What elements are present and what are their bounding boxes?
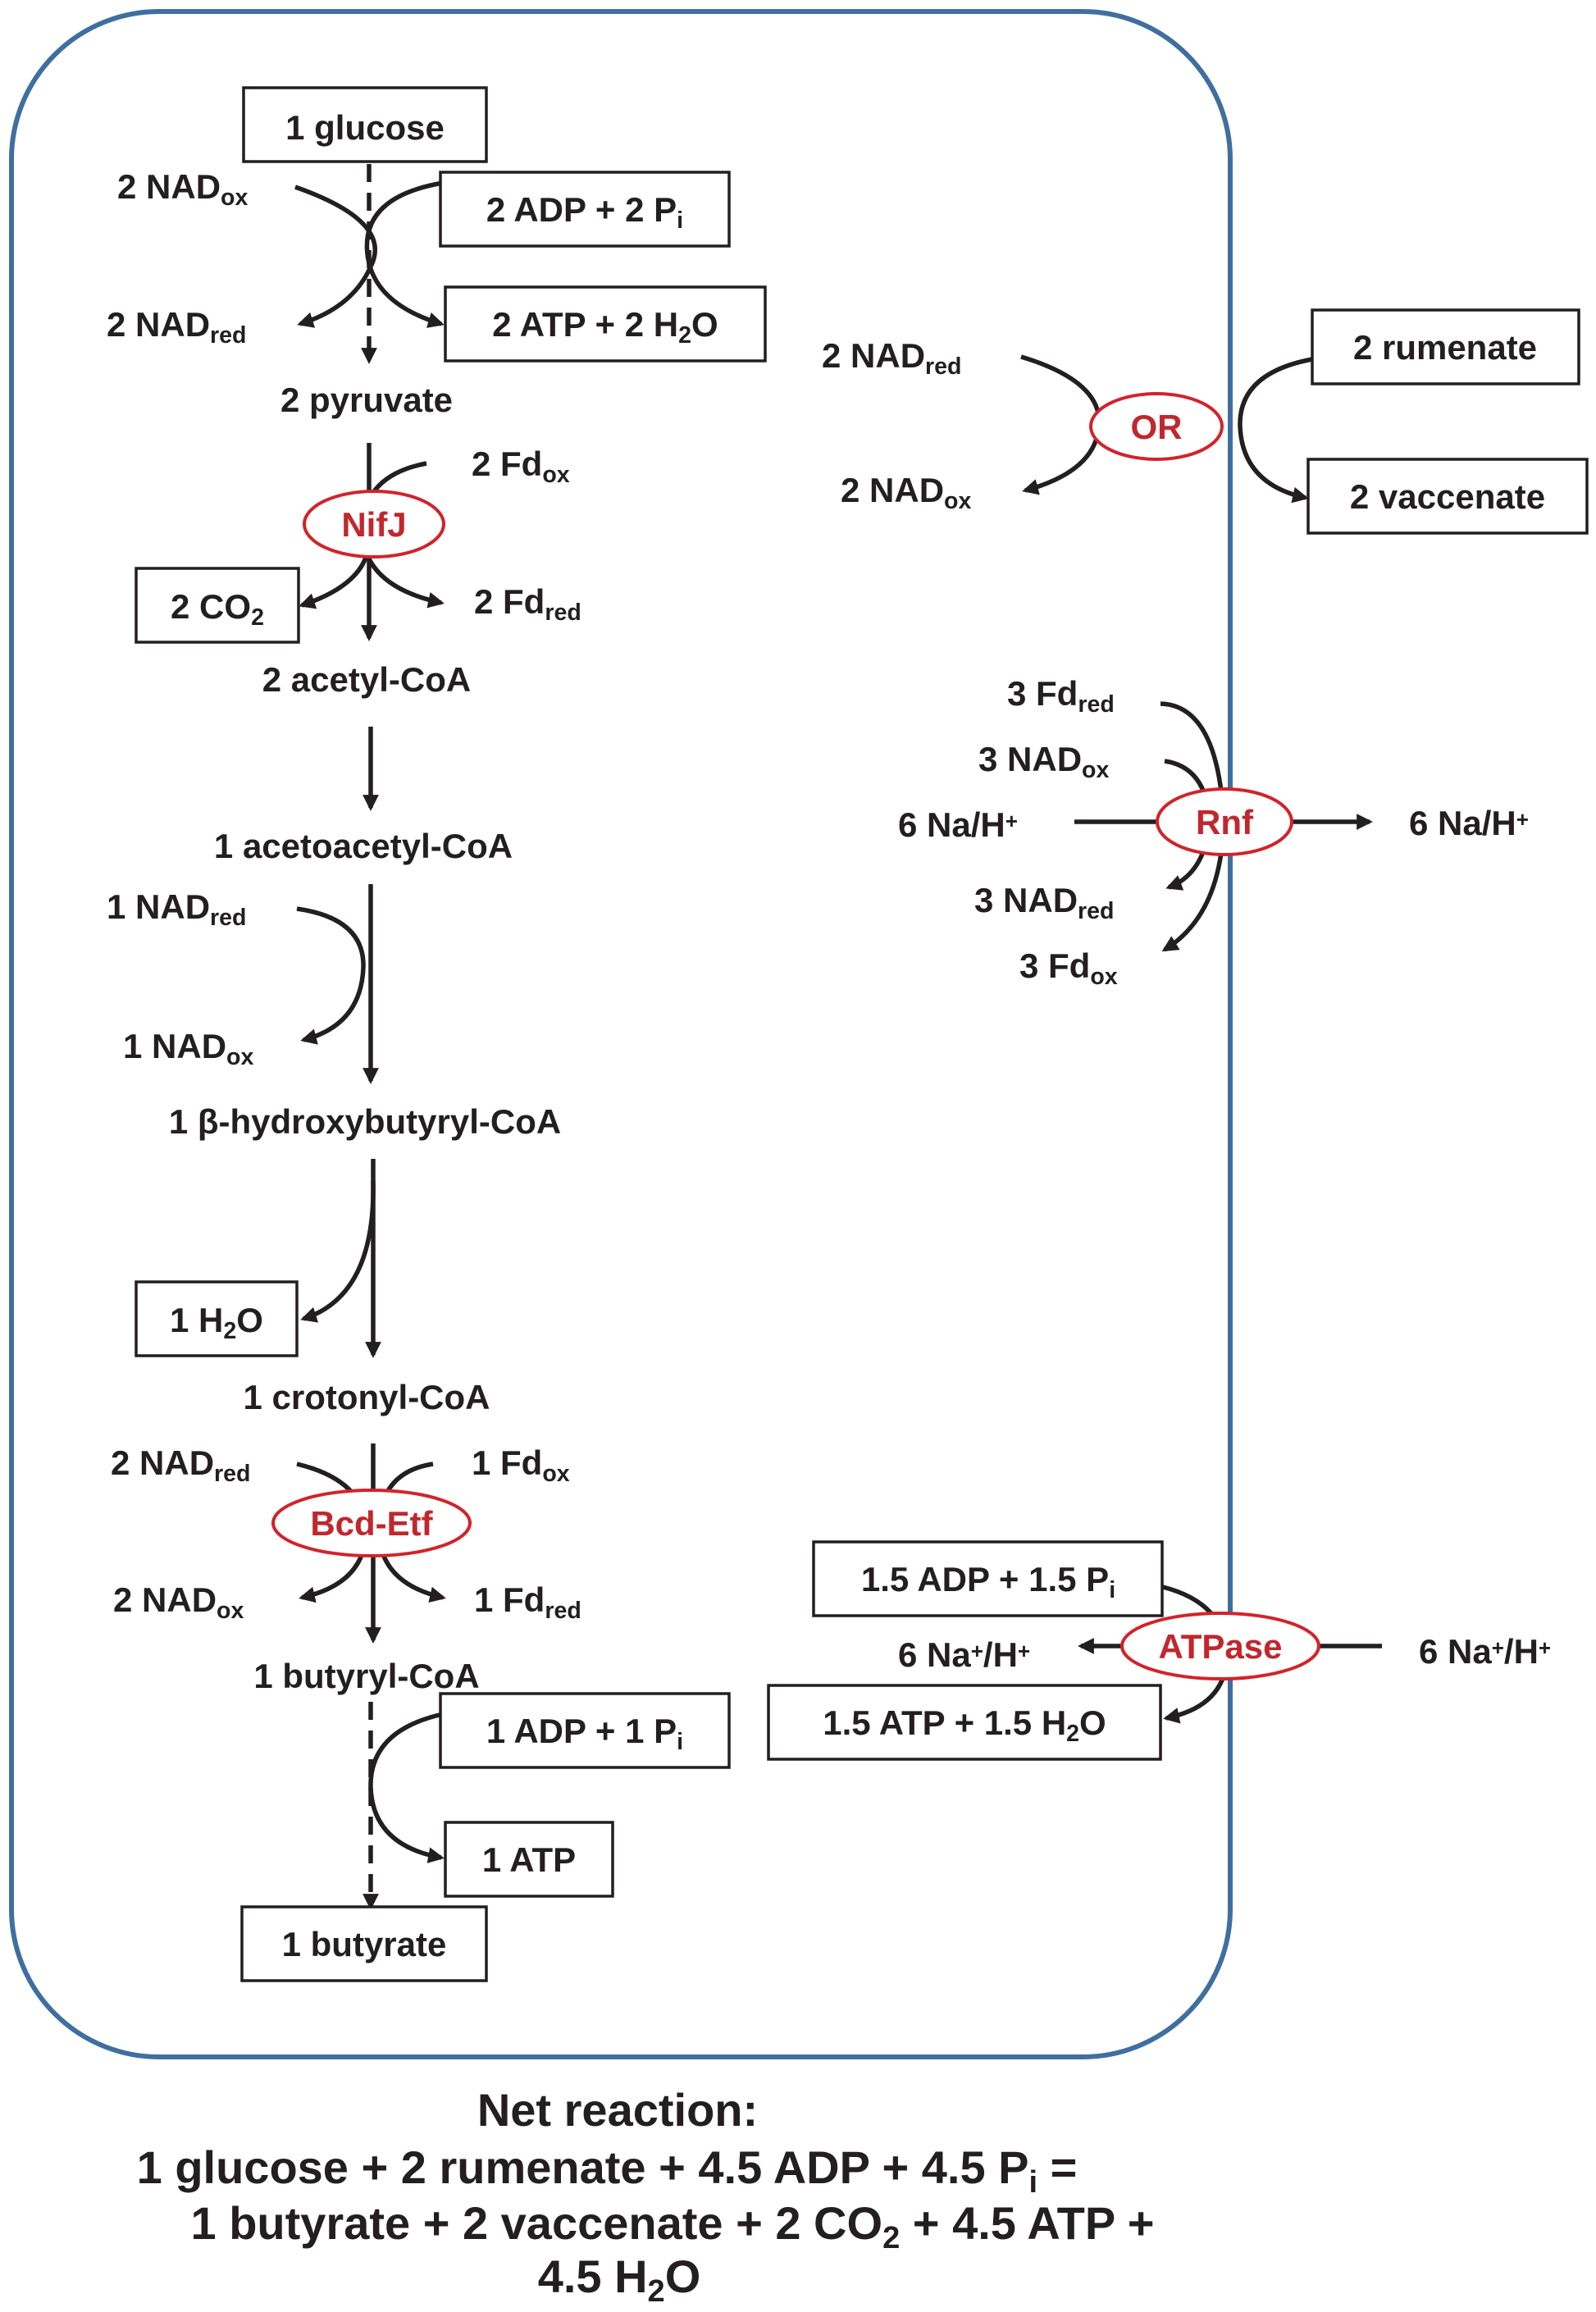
na-h-out-label-rnf: 6 Na/H+ bbox=[1409, 804, 1529, 842]
adp-pi-label-bottom: 1 ADP + 1 Pi bbox=[486, 1712, 683, 1755]
vaccenate-box bbox=[1306, 458, 1589, 535]
fdred-label-nifj: 2 Fdred bbox=[474, 582, 581, 626]
rnf-enzyme bbox=[1156, 787, 1293, 856]
na-h-out-label-atpase: 6 Na+/H+ bbox=[1419, 1632, 1551, 1671]
nadred-label-hbd: 1 NADred bbox=[107, 887, 246, 931]
fdox-label-bcd: 1 Fdox bbox=[472, 1443, 570, 1487]
nad-oxidation-curve-or bbox=[1020, 354, 1101, 495]
nifj-enzyme bbox=[303, 490, 445, 559]
fdred-label-rnf: 3 Fdred bbox=[1007, 674, 1115, 718]
nadox-label-rnf: 3 NADox bbox=[978, 740, 1109, 783]
bcd-etf-label: Bcd-Etf bbox=[310, 1504, 433, 1543]
cell-boundary bbox=[9, 9, 1233, 2059]
nad-reduction-curve-glycolysis bbox=[294, 185, 377, 328]
atp-label-bottom: 1 ATP bbox=[482, 1840, 576, 1879]
nadox-label-or: 2 NADox bbox=[841, 471, 971, 514]
rumenate-to-vaccenate-curve bbox=[1238, 357, 1313, 504]
water-release-curve bbox=[300, 1180, 376, 1323]
adp-pi-box-top bbox=[439, 171, 731, 248]
hydroxybutyrylcoa-label: 1 β-hydroxybutyryl-CoA bbox=[169, 1102, 561, 1141]
nadox-label-top: 2 NADox bbox=[117, 167, 248, 211]
net-reaction-line-1: 1 glucose + 2 rumenate + 4.5 ADP + 4.5 P… bbox=[137, 2141, 1078, 2200]
crotonylcoa-label: 1 crotonyl-CoA bbox=[243, 1378, 490, 1416]
pyruvate-label: 2 pyruvate bbox=[280, 381, 453, 419]
net-reaction-title: Net reaction: bbox=[477, 2084, 758, 2136]
atp-h2o-box-top bbox=[444, 285, 767, 363]
fdox-label-rnf: 3 Fdox bbox=[1019, 946, 1118, 990]
glucose-box bbox=[242, 86, 488, 163]
adp-pi-label-top: 2 ADP + 2 Pi bbox=[486, 190, 683, 234]
h2o-box bbox=[135, 1280, 299, 1357]
nadred-label-top: 2 NADred bbox=[107, 305, 246, 349]
atp-h2o-label-atpase: 1.5 ATP + 1.5 H2O bbox=[823, 1703, 1106, 1747]
rumenate-box bbox=[1311, 308, 1580, 385]
co2-label: 2 CO2 bbox=[171, 587, 264, 631]
net-reaction-line-3: 4.5 H2O bbox=[538, 2250, 701, 2309]
rumenate-label: 2 rumenate bbox=[1353, 328, 1537, 367]
butyrylcoa-label: 1 butyryl-CoA bbox=[253, 1657, 479, 1695]
glucose-label: 1 glucose bbox=[285, 108, 445, 147]
atp-h2o-box-atpase bbox=[767, 1684, 1162, 1761]
fdred-label-bcd: 1 Fdred bbox=[474, 1580, 581, 1624]
atp-h2o-label-top: 2 ATP + 2 H2O bbox=[492, 305, 718, 349]
nifj-label: NifJ bbox=[341, 505, 406, 544]
butyrate-box bbox=[240, 1905, 488, 1982]
adp-pi-box-atpase bbox=[812, 1540, 1164, 1617]
adp-pi-label-atpase: 1.5 ADP + 1.5 Pi bbox=[861, 1560, 1115, 1603]
atpase-label: ATPase bbox=[1159, 1627, 1283, 1666]
nadred-label-or: 2 NADred bbox=[822, 336, 961, 380]
vaccenate-label: 2 vaccenate bbox=[1350, 477, 1545, 516]
nadred-label-bcd: 2 NADred bbox=[111, 1443, 250, 1487]
nad-oxidation-curve-hbd bbox=[296, 906, 366, 1045]
nadox-label-bcd: 2 NADox bbox=[113, 1580, 244, 1624]
butyrate-label: 1 butyrate bbox=[282, 1925, 447, 1963]
adp-pi-box-bottom bbox=[439, 1692, 731, 1769]
atp-formation-curve-glycolysis bbox=[364, 180, 445, 328]
atp-formation-curve-butyrate bbox=[368, 1712, 445, 1863]
co2-box bbox=[135, 567, 300, 644]
acetoacetylcoa-label: 1 acetoacetyl-CoA bbox=[214, 827, 513, 865]
or-label: OR bbox=[1131, 408, 1183, 446]
na-h-in-label-rnf: 6 Na/H+ bbox=[898, 805, 1018, 844]
atpase-enzyme bbox=[1120, 1612, 1320, 1680]
na-h-in-label-atpase: 6 Na+/H+ bbox=[898, 1635, 1030, 1674]
fdox-label-nifj: 2 Fdox bbox=[472, 445, 570, 488]
rnf-label: Rnf bbox=[1196, 803, 1254, 841]
bcd-etf-enzyme bbox=[271, 1489, 472, 1557]
acetylcoa-label: 2 acetyl-CoA bbox=[262, 660, 471, 699]
or-enzyme bbox=[1089, 392, 1224, 461]
nadred-label-rnf: 3 NADred bbox=[974, 881, 1114, 924]
h2o-label: 1 H2O bbox=[170, 1301, 263, 1344]
nadox-label-hbd: 1 NADox bbox=[123, 1027, 253, 1070]
atp-box-bottom bbox=[444, 1821, 614, 1898]
net-reaction-line-2: 1 butyrate + 2 vaccenate + 2 CO2 + 4.5 A… bbox=[191, 2197, 1155, 2255]
